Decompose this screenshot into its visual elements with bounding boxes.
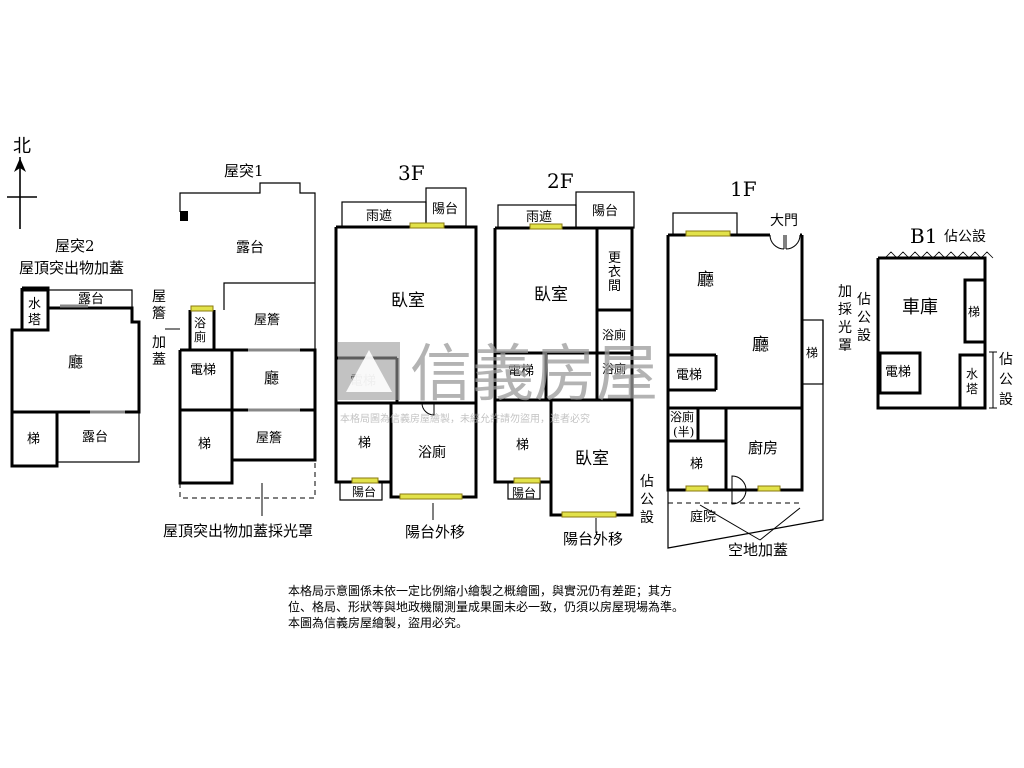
roof1-side-label-1: 屋 (152, 289, 166, 305)
floor1-side-left-1: 佔 (640, 474, 654, 490)
b1-elevator: 電梯 (885, 365, 911, 380)
floor1-side-right-b-1: 佔 (857, 292, 871, 308)
disclaimer-line-1: 本格局示意圖係未依一定比例縮小繪製之概繪圖，與實況仍有差距；其方 (288, 584, 673, 598)
floor1-courtyard: 庭院 (690, 509, 716, 525)
floor2-bedroom-bottom: 臥室 (575, 449, 609, 469)
roof2-plan: 屋突2 屋頂突出物加蓋 水 塔 露台 廳 梯 露台 (10, 237, 141, 468)
roof1-title: 屋突1 (224, 162, 264, 180)
roof2-water-tank-b: 塔 (28, 313, 41, 328)
floor3-bath: 浴廁 (418, 444, 446, 461)
roof1-side-label-3: 加 (152, 335, 166, 351)
disclaimer-line-2: 位、格局、形狀等與地政機關測量成果圖未必一致，仍須以房屋現場為準。 (288, 600, 685, 614)
floor1-bath-half-a: 浴廁 (670, 409, 694, 424)
roof1-stair: 梯 (198, 437, 211, 452)
floor2-bottom-label: 陽台外移 (563, 530, 623, 548)
floor2-bath-b: 浴廁 (602, 361, 626, 376)
b1-garage: 車庫 (902, 297, 938, 318)
floor1-side-right-a-4: 罩 (838, 338, 852, 354)
north-arrow-icon (14, 158, 26, 172)
floor1-side-left-3: 設 (640, 510, 654, 526)
floor2-stair: 梯 (516, 438, 529, 453)
floor3-bedroom: 臥室 (391, 291, 425, 311)
roof1-bath-b: 廁 (194, 329, 206, 344)
floor2-closet-b: 衣 (608, 264, 621, 280)
roof2-title: 屋突2 (55, 237, 95, 255)
roof1-bath-a: 浴 (194, 316, 206, 330)
b1-public-right-1: 佔 (999, 352, 1013, 368)
floor2-closet-c: 間 (608, 279, 621, 294)
floor1-kitchen: 廚房 (748, 439, 778, 457)
roof1-eaves-bottom: 屋簷 (256, 431, 282, 446)
b1-public-top: 佔公設 (944, 229, 986, 245)
roof1-eaves-top: 屋簷 (254, 313, 280, 328)
b1-public-right-2: 公 (999, 372, 1013, 388)
floor1-side-right-a-3: 光 (838, 320, 852, 336)
b1-water-tank-b: 塔 (966, 382, 978, 396)
floor2-bedroom-top: 臥室 (534, 285, 568, 305)
floor2-bath-a: 浴廁 (602, 327, 626, 342)
floor1-side-left-2: 公 (640, 492, 654, 508)
b1-stair: 梯 (968, 305, 980, 319)
floor2-plan: 2F 雨遮 陽台 臥室 更 衣 間 浴廁 浴廁 電梯 梯 臥室 陽台 陽台外移 (493, 169, 635, 548)
floor1-hall-b: 廳 (752, 335, 769, 355)
floor1-bath-half-b: (半) (673, 425, 694, 439)
b1-plan: B1 佔公設 車庫 梯 電梯 水 塔 佔 公 設 (876, 224, 1013, 410)
floor3-plan: 3F 雨遮 陽台 臥室 電梯 梯 浴廁 陽台 陽台外移 (334, 161, 478, 541)
floor1-stair: 梯 (690, 457, 703, 472)
b1-title: B1 (910, 224, 937, 248)
roof2-subtitle: 屋頂突出物加蓋 (19, 259, 124, 277)
floor1-bottom-label: 空地加蓋 (728, 541, 788, 559)
floor1-side-right-b-3: 設 (857, 328, 871, 344)
north-compass: 北 (7, 136, 37, 229)
floor1-plan: 1F 大門 廳 廳 電梯 梯 浴廁 (半) 梯 廚房 庭院 加 採 (640, 177, 871, 559)
roof1-side-label-4: 蓋 (152, 352, 166, 368)
floor3-balcony-bottom: 陽台 (352, 484, 376, 499)
floor3-bottom-label: 陽台外移 (405, 523, 465, 541)
watermark-notice: 本格局圖為信義房屋繪製，未經允許請勿盜用，違者必究 (340, 412, 590, 425)
floor1-side-right-a-1: 加 (838, 284, 852, 300)
floor2-title: 2F (547, 169, 574, 193)
floor3-balcony-top: 陽台 (432, 202, 458, 217)
watermark: 信義房屋 本格局圖為信義房屋繪製，未經允許請勿盜用，違者必究 (338, 337, 658, 425)
floor1-stair-right: 梯 (806, 346, 818, 360)
floor2-elevator: 電梯 (508, 364, 534, 379)
roof1-side-label-2: 簷 (152, 306, 166, 322)
roof1-terrace: 露台 (236, 240, 264, 256)
floor1-gate: 大門 (770, 213, 798, 229)
roof1-hall: 廳 (264, 369, 279, 387)
roof2-stair: 梯 (27, 432, 40, 447)
roof2-terrace-bottom: 露台 (82, 430, 108, 445)
floor2-canopy: 雨遮 (526, 209, 552, 225)
floor3-canopy: 雨遮 (366, 208, 392, 224)
b1-public-right-3: 設 (999, 392, 1013, 408)
b1-water-tank-a: 水 (966, 367, 978, 381)
roof2-water-tank-a: 水 (28, 297, 41, 312)
roof1-elevator: 電梯 (190, 363, 216, 378)
floor2-closet-a: 更 (608, 251, 621, 266)
floor1-side-right-b-2: 公 (857, 310, 871, 326)
floor1-side-right-a-2: 採 (838, 302, 852, 318)
roof1-bottom-label: 屋頂突出物加蓋採光罩 (163, 522, 313, 540)
floor2-balcony-top: 陽台 (592, 204, 618, 219)
floor3-title: 3F (398, 161, 425, 185)
disclaimer-line-3: 本圖為信義房屋繪製，盜用必究。 (288, 616, 469, 630)
floor1-title: 1F (730, 177, 757, 201)
floor2-balcony-bottom: 陽台 (512, 485, 536, 500)
watermark-brand: 信義房屋 (410, 337, 658, 410)
roof1-plan: 屋突1 屋 簷 加 蓋 露台 屋簷 浴 廁 電梯 廳 梯 屋簷 屋頂突出物加蓋採… (152, 162, 317, 540)
floor1-elevator: 電梯 (676, 368, 702, 383)
floor1-hall-a: 廳 (697, 270, 714, 290)
north-label: 北 (13, 136, 31, 157)
floor3-stair: 梯 (358, 436, 371, 451)
roof2-terrace-top: 露台 (78, 292, 104, 307)
disclaimer-note: 本格局示意圖係未依一定比例縮小繪製之概繪圖，與實況仍有差距；其方 位、格局、形狀… (288, 583, 768, 631)
roof2-hall: 廳 (68, 353, 83, 371)
